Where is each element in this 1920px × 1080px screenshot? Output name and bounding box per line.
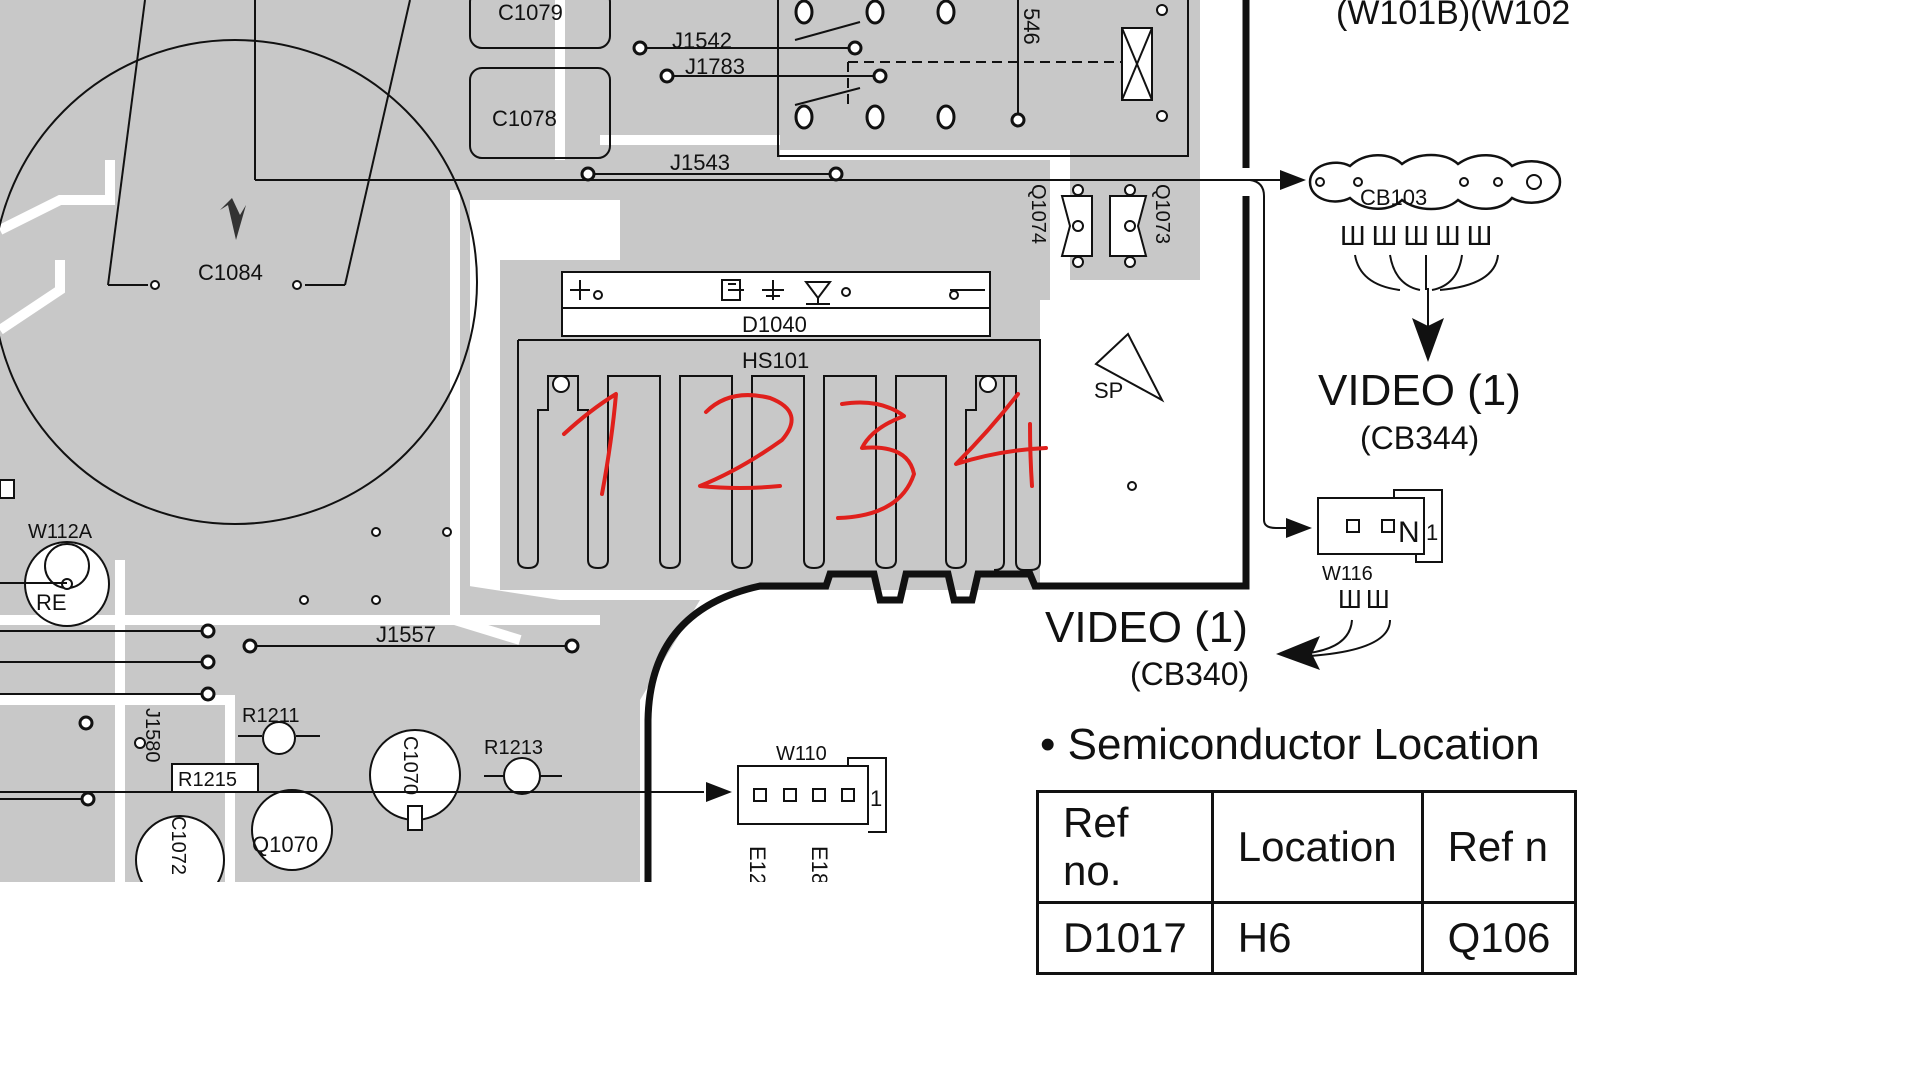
arrow-head-icon	[1276, 636, 1320, 670]
arrow-head-icon	[706, 782, 732, 802]
pcb-board-diagram: C1084 C1079 C1078 J1542 J1783 J1543	[0, 0, 1562, 882]
relay-block	[777, 0, 1189, 157]
capacitor-c1070: C1070	[369, 729, 461, 831]
label-w116: W116	[1322, 563, 1373, 585]
label-c1079: C1079	[498, 0, 563, 25]
label-q1074: Q1074	[1027, 184, 1049, 244]
connector-w116: N 1 W116 ШШ	[1276, 489, 1443, 670]
table-header-row: Ref no. Location Ref n	[1036, 790, 1578, 904]
cell-ref: D1017	[1036, 901, 1214, 975]
label-j1543: J1543	[670, 150, 730, 175]
trace-gaps	[0, 0, 780, 882]
label-c1084: C1084	[198, 260, 263, 285]
jumper-j1542: J1542	[632, 28, 863, 56]
label-j1580: J1580	[141, 708, 163, 763]
sp-marker: SP	[1094, 332, 1165, 491]
label-q1070: Q1070	[252, 832, 318, 857]
w116-n-mark: N	[1398, 516, 1420, 549]
label-c1070: C1070	[399, 736, 421, 795]
label-w112a: W112A	[28, 521, 93, 543]
resistor-r1215: R1215	[171, 763, 259, 793]
label-r1213: R1213	[484, 737, 543, 759]
cell-ref-2: Q106	[1420, 901, 1578, 975]
relay-pads	[794, 0, 1026, 130]
polarity-mark	[220, 198, 246, 240]
resistor-r1211: R1211	[238, 705, 320, 755]
connector-cb103: CB103 ШШШШШ	[1308, 153, 1562, 362]
video-cb344-subtitle: (CB344)	[1360, 420, 1480, 456]
jumper-j1557: J1557	[242, 622, 580, 654]
label-re: RE	[36, 590, 67, 615]
label-d1040: D1040	[742, 312, 807, 337]
arrow-head-icon	[1280, 170, 1306, 190]
w116-pin-glyphs: ШШ	[1338, 584, 1394, 614]
label-w110: W110	[776, 743, 827, 765]
w110-pin-1: 1	[870, 786, 882, 811]
capacitor-c1072: C1072	[135, 815, 225, 882]
label-q1073: Q1073	[1151, 184, 1173, 244]
header-ref-no: Ref no.	[1036, 790, 1214, 904]
video-cb340-subtitle: (CB340)	[1130, 656, 1250, 692]
w110-pin-label-b: E18	[807, 846, 832, 882]
board-outline	[644, 0, 1250, 882]
transistor-q1070: Q1070	[251, 789, 333, 871]
top-right-label: (W101B)(W102	[1336, 0, 1571, 32]
resistor-r1213: R1213	[484, 737, 562, 795]
w110-pin-label-a: E12	[745, 846, 770, 882]
label-j1557: J1557	[376, 622, 436, 647]
heatsink-hs101: HS101	[517, 339, 1041, 571]
video-cb344-title: VIDEO (1)	[1318, 366, 1521, 415]
w116-pin-1: 1	[1426, 520, 1438, 545]
cell-location: H6	[1210, 901, 1424, 975]
label-r1215: R1215	[178, 769, 237, 791]
semiconductor-location-title: • Semiconductor Location	[1040, 720, 1540, 769]
arrow-head-icon	[1412, 318, 1444, 362]
label-hs101: HS101	[742, 348, 809, 373]
capacitor-c1078	[469, 67, 611, 159]
label-sp: SP	[1094, 378, 1123, 403]
label-c1078: C1078	[492, 106, 557, 131]
jumper-j1543: J1543	[580, 150, 844, 182]
label-cb103: CB103	[1360, 185, 1427, 210]
diode-d1040: D1040	[561, 271, 991, 337]
handwritten-annotation	[562, 392, 1048, 520]
header-ref-no-2: Ref n	[1420, 790, 1578, 904]
label-546: 546	[1019, 8, 1044, 45]
label-c1072: C1072	[167, 816, 189, 875]
transistor-q1073: Q1073	[1109, 184, 1173, 268]
arrow-head-icon	[1286, 518, 1312, 538]
table-row: D1017 H6 Q106	[1036, 901, 1578, 975]
capacitor-c1079	[469, 0, 611, 49]
video-cb340-title: VIDEO (1)	[1045, 603, 1248, 652]
cb103-pin-glyphs: ШШШШШ	[1340, 220, 1498, 251]
label-j1783: J1783	[685, 54, 745, 79]
connector-w110: 1 W110 E12 E18	[737, 743, 887, 882]
label-j1542: J1542	[672, 28, 732, 53]
transistor-q1074: Q1074	[1027, 184, 1093, 268]
semiconductor-table: Ref no. Location Ref n D1017 H6 Q106	[1036, 790, 1578, 975]
label-r1211: R1211	[242, 705, 299, 727]
header-location: Location	[1210, 790, 1424, 904]
jumper-j1783: J1783	[659, 54, 888, 84]
capacitor-c1084-outline	[0, 39, 478, 525]
copper-areas	[0, 0, 1200, 882]
